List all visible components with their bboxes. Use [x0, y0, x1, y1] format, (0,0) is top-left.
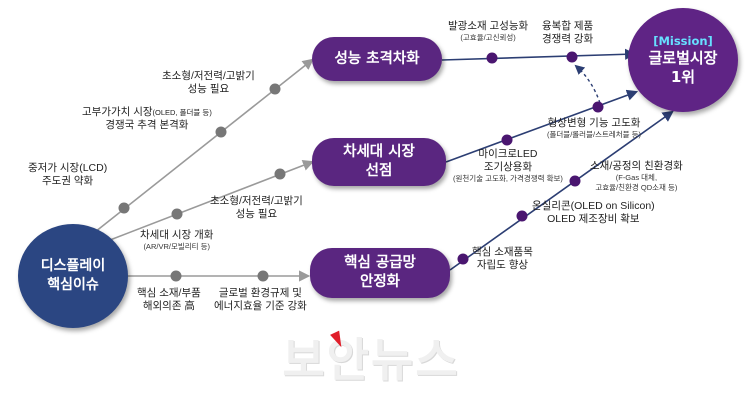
- label-small-1: 초소형/저전력/고밝기 성능 필요: [162, 70, 255, 96]
- purple-dot-self-reliance: [457, 253, 469, 265]
- label-core-parts-line1: 핵심 소재/부품: [137, 287, 201, 299]
- label-small-2-line1: 초소형/저전력/고밝기: [210, 195, 303, 207]
- label-emission-sub: (고효율/고신뢰성): [460, 33, 516, 42]
- goal-supply-line2: 안정화: [359, 274, 401, 290]
- source-node-line1: 디스플레이: [40, 258, 106, 274]
- connector-dashed-shape-to-composite: [574, 64, 601, 104]
- label-core-parts-line2: 해외의존 高: [142, 300, 195, 312]
- label-small-1-line2: 성능 필요: [187, 83, 230, 95]
- label-composite-line1: 융복합 제품: [542, 20, 594, 32]
- label-nextgen-open-line1: 차세대 시장 개화: [140, 229, 214, 241]
- label-eco-line1: 소재/공정의 친환경화: [590, 160, 683, 172]
- goal-performance-node: 성능 초격차화: [312, 37, 442, 81]
- gray-dot-env-reg: [257, 270, 269, 282]
- label-nextgen-open-sub: (AR/VR/모빌리티 등): [143, 242, 211, 251]
- label-shape-change-sub: (폴더블/롤러블/스트레처블 등): [547, 130, 642, 139]
- label-oled-si-line1: 온실리콘(OLED on Silicon): [532, 200, 655, 212]
- label-self-reliance: 핵심 소재품목 자립도 향상: [472, 246, 533, 272]
- label-oled-si-line2: OLED 제조장비 확보: [547, 213, 640, 225]
- label-env-reg: 글로벌 환경규제 및 에너지효율 기준 강화: [214, 287, 307, 313]
- purple-dot-eco: [569, 175, 581, 187]
- mission-node: [Mission] 글로벌시장 1위: [628, 8, 738, 112]
- label-emission: 발광소재 고성능화 (고효율/고신뢰성): [448, 20, 528, 43]
- label-eco-sub2: 고효율/친환경 QD소재 등): [595, 183, 678, 192]
- label-env-reg-line1: 글로벌 환경규제 및: [218, 287, 302, 299]
- goal-nextgen-node: 차세대 시장 선점: [312, 138, 446, 186]
- mission-line1: 글로벌시장: [648, 48, 718, 67]
- goal-nextgen-line1: 차세대 시장: [343, 144, 415, 160]
- purple-dot-oled-si: [516, 210, 528, 222]
- goal-supply-node: 핵심 공급망 안정화: [310, 248, 450, 298]
- label-high-value-line1: 고부가가치 시장(OLED, 폴더블 등): [82, 106, 212, 119]
- purple-dot-micro-led: [501, 134, 513, 146]
- label-composite-line2: 경쟁력 강화: [542, 33, 594, 45]
- label-eco-sub1: (F-Gas 대체,: [615, 173, 658, 182]
- mission-tag: [Mission]: [653, 33, 713, 48]
- connector-performance-to-mission: [441, 48, 637, 61]
- label-shape-change-line1: 형상변형 기능 고도화: [547, 117, 641, 129]
- label-nextgen-open: 차세대 시장 개화 (AR/VR/모빌리티 등): [140, 229, 213, 252]
- label-env-reg-line2: 에너지효율 기준 강화: [214, 300, 307, 312]
- mission-line2: 1위: [670, 67, 696, 86]
- label-shape-change: 형상변형 기능 고도화 (폴더블/롤러블/스트레처블 등): [547, 117, 641, 140]
- label-mid-market: 중저가 시장(LCD) 주도권 약화: [28, 162, 107, 188]
- purple-dot-emission: [486, 52, 498, 64]
- label-eco: 소재/공정의 친환경화 (F-Gas 대체, 고효율/친환경 QD소재 등): [590, 160, 683, 193]
- label-high-value-line1-main: 고부가가치 시장: [82, 106, 153, 118]
- label-composite: 융복합 제품 경쟁력 강화: [542, 20, 593, 46]
- label-self-reliance-line2: 자립도 향상: [476, 259, 529, 271]
- label-high-value-line2: 경쟁국 추격 본격화: [105, 119, 189, 131]
- label-small-2: 초소형/저전력/고밝기 성능 필요: [210, 195, 303, 221]
- purple-dot-composite: [566, 51, 578, 63]
- label-self-reliance-line1: 핵심 소재품목: [472, 246, 533, 258]
- label-oled-si: 온실리콘(OLED on Silicon) OLED 제조장비 확보: [532, 200, 655, 226]
- source-node: 디스플레이 핵심이슈: [18, 224, 128, 328]
- label-micro-led-line1: 마이크로LED: [478, 148, 538, 160]
- label-mid-market-line2: 주도권 약화: [42, 175, 94, 187]
- label-micro-led-line2: 조기상용화: [483, 161, 533, 173]
- label-high-value-line1-sub: (OLED, 폴더블 등): [152, 108, 212, 117]
- goal-performance-line1: 성능 초격차화: [334, 50, 420, 67]
- label-micro-led: 마이크로LED 조기상용화 (원천기술 고도화, 가격경쟁력 확보): [453, 148, 563, 184]
- connector-supply-to-mission: [449, 110, 674, 271]
- gray-dot-core-parts: [170, 270, 182, 282]
- gray-dot-small-2: [274, 168, 286, 180]
- goal-supply-line1: 핵심 공급망: [344, 255, 416, 271]
- gray-dot-nextgen-open: [171, 208, 183, 220]
- purple-dot-shape: [592, 101, 604, 113]
- watermark-text: 보안뉴스: [282, 333, 460, 387]
- label-mid-market-line1: 중저가 시장(LCD): [28, 162, 108, 174]
- gray-dot-high-value: [215, 126, 227, 138]
- label-core-parts: 핵심 소재/부품 해외의존 高: [137, 287, 201, 313]
- gray-dot-mid-market: [118, 202, 130, 214]
- label-micro-led-sub: (원천기술 고도화, 가격경쟁력 확보): [453, 174, 563, 183]
- label-small-2-line2: 성능 필요: [235, 208, 278, 220]
- label-emission-line1: 발광소재 고성능화: [448, 20, 529, 32]
- goal-nextgen-line2: 선점: [365, 163, 393, 179]
- source-node-line2: 핵심이슈: [47, 277, 99, 293]
- label-small-1-line1: 초소형/저전력/고밝기: [162, 70, 255, 82]
- gray-dot-small-1: [269, 83, 281, 95]
- label-high-value: 고부가가치 시장(OLED, 폴더블 등) 경쟁국 추격 본격화: [82, 106, 212, 132]
- connector-nextgen-to-mission: [445, 89, 639, 163]
